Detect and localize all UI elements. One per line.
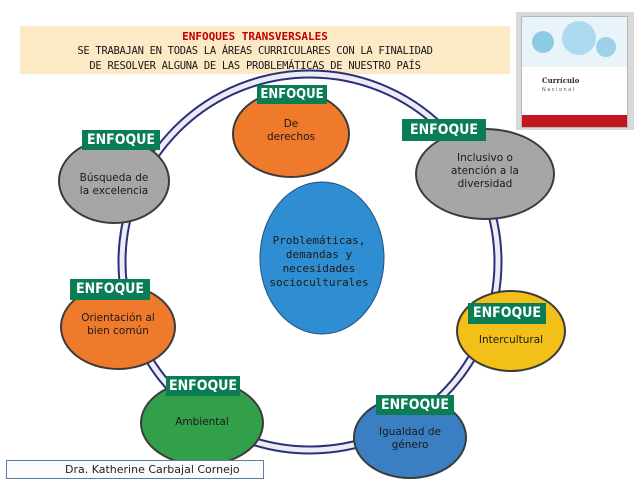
node-busqueda-excelencia: [58, 138, 170, 224]
center-ellipse: [259, 181, 385, 335]
node-ambiental-label: Ambiental: [175, 416, 229, 428]
center-line: socioculturales: [269, 276, 369, 289]
cover-dot-icon: [596, 37, 616, 57]
center-line: demandas y: [285, 248, 353, 261]
tag-busqueda-excelencia: ENFOQUE: [82, 130, 160, 150]
center-line: Problemáticas,: [272, 234, 366, 247]
center-line: necesidades: [282, 262, 356, 275]
ring-inner: [119, 71, 501, 453]
slide-subtitle-line-1: SE TRABAJAN EN TODAS LA ÁREAS CURRICULAR…: [77, 45, 433, 57]
tag-igualdad-genero: ENFOQUE: [376, 395, 454, 415]
node-de-derechos: [232, 90, 350, 178]
book-cover-band: [522, 115, 627, 127]
slide-subtitle-line-2: DE RESOLVER ALGUNA DE LAS PROBLEMÁTICAS …: [89, 60, 421, 72]
cover-dot-icon: [532, 31, 554, 53]
tag-inclusivo: ENFOQUE: [402, 119, 486, 141]
center-text: Problemáticas, demandas y necesidades so…: [0, 234, 638, 290]
node-orientacion-bien-comun-label: Orientación al bien común: [81, 312, 155, 337]
header-box: [20, 26, 510, 74]
tag-orientacion-bien-comun: ENFOQUE: [70, 279, 150, 300]
book-cover-artwork: [522, 17, 627, 67]
node-ambiental: [140, 380, 264, 466]
book-subtitle: Nacional: [542, 87, 576, 93]
tag-ambiental: ENFOQUE: [166, 376, 240, 396]
slide-title: ENFOQUES TRANSVERSALES: [182, 30, 328, 43]
node-de-derechos-label: De derechos: [267, 118, 315, 143]
cover-dot-icon: [562, 21, 596, 55]
node-igualdad-genero-label: Igualdad de género: [379, 426, 441, 451]
book-cover: Currículo Nacional: [521, 16, 628, 128]
tag-intercultural: ENFOQUE: [468, 303, 546, 324]
node-intercultural-label: Intercultural: [478, 334, 544, 346]
node-inclusivo-label: Inclusivo o atención a la diversidad: [451, 152, 519, 190]
author-footer: Dra. Katherine Carbajal Cornejo: [6, 460, 264, 479]
book-title: Currículo: [542, 76, 580, 85]
tag-de-derechos: ENFOQUE: [257, 85, 327, 104]
node-busqueda-excelencia-label: Búsqueda de la excelencia: [79, 172, 149, 197]
